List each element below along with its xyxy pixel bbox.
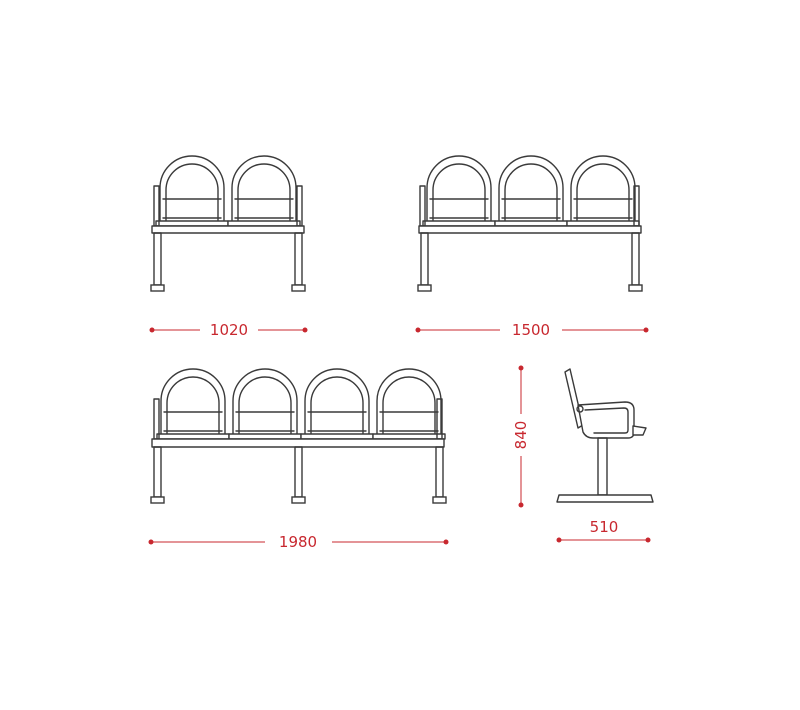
depth-label: 510: [590, 518, 619, 536]
bench-3-seat-front-view: [417, 155, 643, 292]
foot: [628, 284, 643, 292]
width-label-2-seat: 1020: [210, 321, 248, 339]
leg: [294, 232, 303, 286]
width-label-3-seat: 1500: [512, 321, 550, 339]
armrest: [419, 185, 426, 227]
seat-back: [227, 155, 301, 227]
leg: [294, 446, 303, 498]
armrest: [153, 185, 160, 227]
armrest: [153, 398, 160, 440]
armrest: [296, 185, 303, 227]
seat-back: [300, 368, 374, 440]
pedestal-base: [556, 494, 654, 503]
leg: [631, 232, 640, 286]
pedestal-column: [597, 437, 608, 496]
foot: [432, 496, 447, 504]
support-beam: [151, 225, 305, 234]
dimension-width-4-seat: 1980: [148, 533, 449, 551]
foot: [291, 284, 306, 292]
height-label: 840: [512, 421, 530, 450]
leg: [435, 446, 444, 498]
dimension-height-side: 840: [512, 365, 530, 508]
dimension-width-2-seat: 1020: [149, 321, 308, 339]
seat-back: [422, 155, 496, 227]
chair-side-view: [556, 368, 654, 503]
seat-back: [156, 368, 230, 440]
foot: [150, 496, 165, 504]
leg: [153, 446, 162, 498]
bench-4-seat-front-view: [150, 368, 447, 504]
width-label-4-seat: 1980: [279, 533, 317, 551]
support-beam: [418, 225, 642, 234]
leg: [420, 232, 429, 286]
seat-back: [494, 155, 568, 227]
foot: [150, 284, 165, 292]
bench-2-seat-front-view: [150, 155, 306, 292]
seat-back: [372, 368, 446, 440]
leg: [153, 232, 162, 286]
dimension-depth-side: 510: [556, 518, 651, 543]
seat-back: [155, 155, 229, 227]
seat-back: [566, 155, 640, 227]
seat-and-armrest: [577, 401, 635, 439]
support-beam: [151, 438, 445, 448]
dimension-width-3-seat: 1500: [415, 321, 649, 339]
foot: [291, 496, 306, 504]
seat-back: [228, 368, 302, 440]
foot: [417, 284, 432, 292]
